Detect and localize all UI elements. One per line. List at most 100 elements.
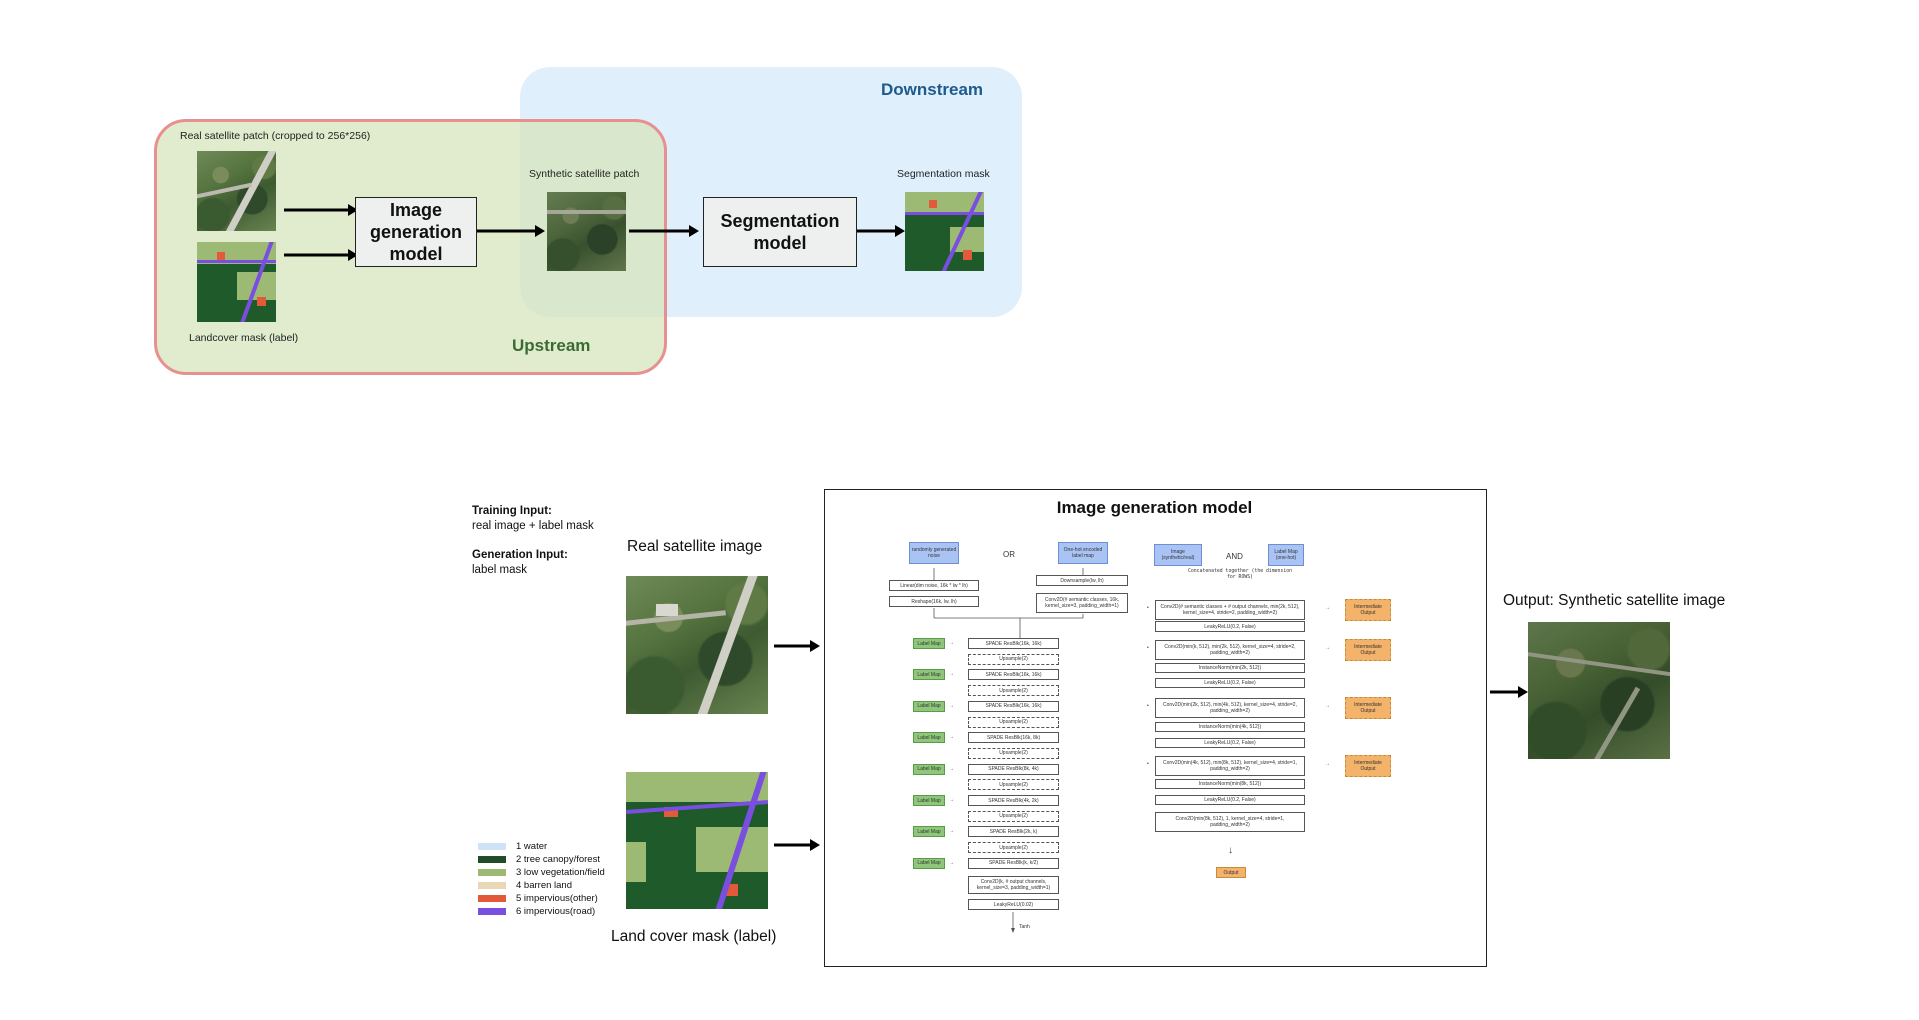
legend-item: 5 impervious(other) <box>478 892 605 905</box>
upsample-layer: Upsample(2) <box>968 685 1059 697</box>
label-map-arrow-icon: → <box>949 702 954 709</box>
land-cover-mask-image <box>626 772 768 909</box>
noise-input-box: randomly generated noise <box>909 542 959 564</box>
discriminator-layer: Conv2D(min(k, 512), min(2k, 512), kernel… <box>1155 640 1305 660</box>
discriminator-layer: Conv2D(min(8k, 512), 1, kernel_size=4, s… <box>1155 812 1305 832</box>
generation-input-value: label mask <box>472 564 527 576</box>
downstream-label: Downstream <box>881 80 984 99</box>
label-input-box: Label Map (one-hot) <box>1268 544 1304 566</box>
image-into-model-arrow <box>774 640 820 652</box>
discriminator-layer: LeakyReLU(0.2, False) <box>1155 795 1305 805</box>
spade-resblock: SPADE ResBlk(16k, 16k) <box>968 700 1059 712</box>
onehot-input-box: One-hot encoded label map <box>1058 542 1108 564</box>
intermediate-arrow-icon: → <box>1325 605 1330 611</box>
label-map-arrow-icon: → <box>949 859 954 866</box>
label-map-arrow-icon: → <box>949 640 954 646</box>
intermediate-output-box: Intermediate Output <box>1345 697 1391 719</box>
discriminator-layer: InstanceNorm(min(2k, 512)) <box>1155 663 1305 673</box>
segmentation-mask-label: Segmentation mask <box>897 168 990 180</box>
legend: 1 water 2 tree canopy/forest 3 low veget… <box>478 840 605 918</box>
landcover-mask-thumb <box>197 242 276 322</box>
tanh-label: Tanh <box>1019 924 1030 930</box>
segmentation-mask-thumb <box>905 192 984 271</box>
upsample-layer: Upsample(2) <box>968 716 1059 728</box>
intermediate-arrow-icon: → <box>1325 645 1330 651</box>
bullet-icon: • <box>1147 605 1149 611</box>
down-arrow-icon: ↓ <box>1228 845 1233 856</box>
spade-resblock: SPADE ResBlk(4k, 2k) <box>968 795 1059 806</box>
spade-resblock: SPADE ResBlk(k, k/2) <box>968 857 1059 869</box>
mask-into-model-arrow <box>774 839 820 851</box>
seg-to-mask-arrow <box>857 225 905 237</box>
leaky-out-layer: LeakyReLU(0.02) <box>968 899 1059 910</box>
label-map-box: Label Map <box>913 700 945 712</box>
output-box: Output <box>1216 867 1246 878</box>
training-input-value: real image + label mask <box>472 520 594 532</box>
label-map-box: Label Map <box>913 669 945 681</box>
synthetic-patch-label: Synthetic satellite patch <box>529 168 640 180</box>
discriminator-layer: LeakyReLU(0.2, False) <box>1155 621 1305 632</box>
image-input-box: Image (synthetic/real) <box>1154 544 1202 566</box>
and-label: AND <box>1226 552 1243 561</box>
legend-item: 3 low vegetation/field <box>478 866 605 879</box>
synthetic-output-image <box>1528 622 1670 759</box>
label-map-arrow-icon: → <box>949 765 954 772</box>
generation-input-title: Generation Input: <box>472 549 568 561</box>
intermediate-arrow-icon: → <box>1325 761 1330 767</box>
spade-resblock: SPADE ResBlk(16k, 16k) <box>968 638 1059 649</box>
upsample-layer: Upsample(2) <box>968 747 1059 759</box>
real-image-caption: Real satellite image <box>627 538 763 555</box>
output-caption: Output: Synthetic satellite image <box>1503 592 1726 609</box>
real-patch-label: Real satellite patch (cropped to 256*256… <box>180 130 371 142</box>
spade-resblock: SPADE ResBlk(2k, k) <box>968 826 1059 838</box>
output-arrow <box>1490 686 1528 698</box>
spade-resblock: SPADE ResBlk(16k, 8k) <box>968 732 1059 744</box>
real-satellite-patch <box>197 151 276 231</box>
intermediate-arrow-icon: → <box>1325 703 1330 709</box>
discriminator-layer: LeakyReLU(0.2, False) <box>1155 678 1305 688</box>
label-map-box: Label Map <box>913 795 945 806</box>
intermediate-output-box: Intermediate Output <box>1345 639 1391 661</box>
label-map-arrow-icon: → <box>949 797 954 803</box>
segmentation-model-box: Segmentation model <box>703 197 857 267</box>
label-map-box: Label Map <box>913 763 945 775</box>
discriminator-layer: Conv2D(# semantic classes + # output cha… <box>1155 600 1305 620</box>
downsample-layer: Downsample(lw, lh) <box>1036 575 1128 586</box>
discriminator-layer: Conv2D(min(2k, 512), min(4k, 512), kerne… <box>1155 698 1305 718</box>
bullet-icon: • <box>1147 645 1149 651</box>
training-input-title: Training Input: <box>472 505 552 517</box>
upstream-label: Upstream <box>512 336 591 355</box>
label-map-box: Label Map <box>913 638 945 649</box>
legend-item: 4 barren land <box>478 879 605 892</box>
conv-in-layer: Conv2D(# semantic classes, 16k, kernel_s… <box>1036 593 1128 613</box>
discriminator-layer: InstanceNorm(min(8k, 512)) <box>1155 779 1305 789</box>
discriminator-layer: LeakyReLU(0.2, False) <box>1155 738 1305 748</box>
label-map-box: Label Map <box>913 826 945 838</box>
upsample-layer: Upsample(2) <box>968 842 1059 854</box>
spade-resblock: SPADE ResBlk(16k, 16k) <box>968 669 1059 681</box>
spade-resblock: SPADE ResBlk(8k, 4k) <box>968 763 1059 775</box>
landcover-label: Landcover mask (label) <box>189 332 299 344</box>
linear-layer: Linear(dim noise, 16k * lw * lh) <box>889 580 979 591</box>
image-generation-model-box: Image generation model <box>355 197 477 267</box>
legend-item: 6 impervious(road) <box>478 905 605 918</box>
concat-note: Concatenated together (the dimension for… <box>1188 569 1292 580</box>
synth-to-seg-arrow <box>629 225 699 237</box>
tanh-arrow <box>1011 912 1015 933</box>
conv-out-layer: Conv2D(k, # output channels, kernel_size… <box>968 876 1059 894</box>
bullet-icon: • <box>1147 703 1149 709</box>
label-map-arrow-icon: → <box>949 671 954 678</box>
upsample-layer: Upsample(2) <box>968 653 1059 665</box>
label-map-arrow-icon: → <box>949 734 954 741</box>
land-cover-mask-caption: Land cover mask (label) <box>611 928 777 945</box>
upsample-layer: Upsample(2) <box>968 779 1059 791</box>
gen-model-title: Image generation model <box>1056 498 1253 517</box>
intermediate-output-box: Intermediate Output <box>1345 755 1391 777</box>
label-map-box: Label Map <box>913 732 945 744</box>
label-map-arrow-icon: → <box>949 828 954 835</box>
label-map-box: Label Map <box>913 857 945 869</box>
or-label: OR <box>1003 550 1015 559</box>
bullet-icon: • <box>1147 761 1149 767</box>
legend-item: 1 water <box>478 840 605 853</box>
discriminator-layer: Conv2D(min(4k, 512), min(8k, 512), kerne… <box>1155 756 1305 776</box>
